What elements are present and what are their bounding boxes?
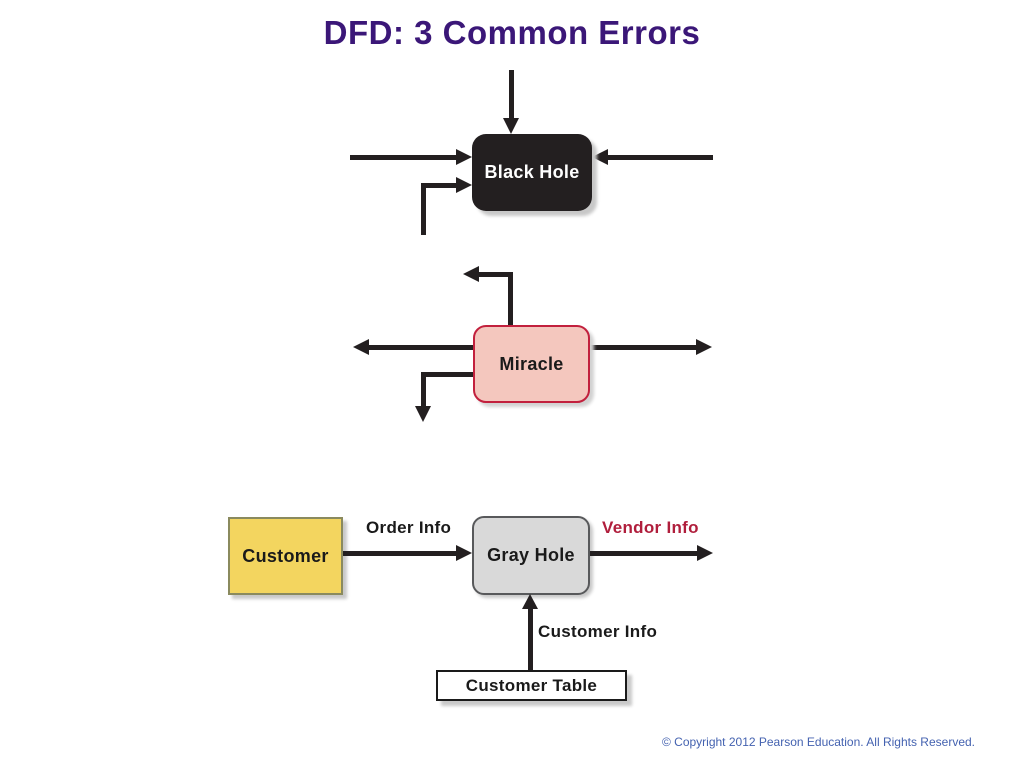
black-hole-input-arrow-bottomleft-hline — [421, 183, 456, 188]
miracle-output-arrow-top-vline — [508, 275, 513, 325]
customer-info-arrow-head — [522, 594, 538, 609]
customer-info-arrow-line — [528, 608, 533, 670]
miracle-output-arrow-top-hline — [479, 272, 513, 277]
customer-table-label: Customer Table — [465, 675, 598, 695]
vendor-info-label: Vendor Info — [602, 518, 699, 537]
miracle-process-node: Miracle — [473, 325, 590, 403]
vendor-info-arrow-line — [590, 551, 697, 556]
miracle-output-arrow-bottom-hline — [421, 372, 473, 377]
order-info-label: Order Info — [366, 518, 452, 537]
black-hole-input-arrow-bottomleft-vline — [421, 185, 426, 235]
miracle-output-arrow-right-line — [590, 345, 696, 350]
black-hole-label: Black Hole — [484, 162, 580, 182]
order-info-arrow-line — [343, 551, 456, 556]
miracle-output-arrow-top-head — [463, 266, 479, 282]
black-hole-input-arrow-bottomleft-head — [456, 177, 472, 193]
black-hole-input-arrow-top-line — [509, 70, 514, 120]
gray-hole-label: Gray Hole — [487, 545, 575, 565]
black-hole-input-arrow-right-head — [592, 149, 608, 165]
miracle-label: Miracle — [499, 353, 564, 374]
copyright-text: © Copyright 2012 Pearson Education. All … — [661, 735, 975, 749]
black-hole-input-arrow-right-line — [608, 155, 713, 160]
customer-entity-node: Customer — [228, 517, 343, 595]
vendor-info-arrow-head — [697, 545, 713, 561]
customer-info-label: Customer Info — [538, 622, 658, 641]
customer-label: Customer — [242, 545, 329, 566]
black-hole-process-node: Black Hole — [472, 134, 592, 211]
order-info-arrow-head — [456, 545, 472, 561]
black-hole-input-arrow-left-line — [350, 155, 456, 160]
miracle-output-arrow-bottom-head — [415, 406, 431, 422]
miracle-output-arrow-bottom-vline — [421, 374, 426, 408]
black-hole-input-arrow-top-head — [503, 118, 519, 134]
black-hole-input-arrow-left-head — [456, 149, 472, 165]
page-title: DFD: 3 Common Errors — [323, 14, 701, 51]
customer-table-datastore-node: Customer Table — [436, 670, 627, 701]
gray-hole-process-node: Gray Hole — [472, 516, 590, 595]
miracle-output-arrow-left-line — [369, 345, 473, 350]
miracle-output-arrow-left-head — [353, 339, 369, 355]
miracle-output-arrow-right-head — [696, 339, 712, 355]
